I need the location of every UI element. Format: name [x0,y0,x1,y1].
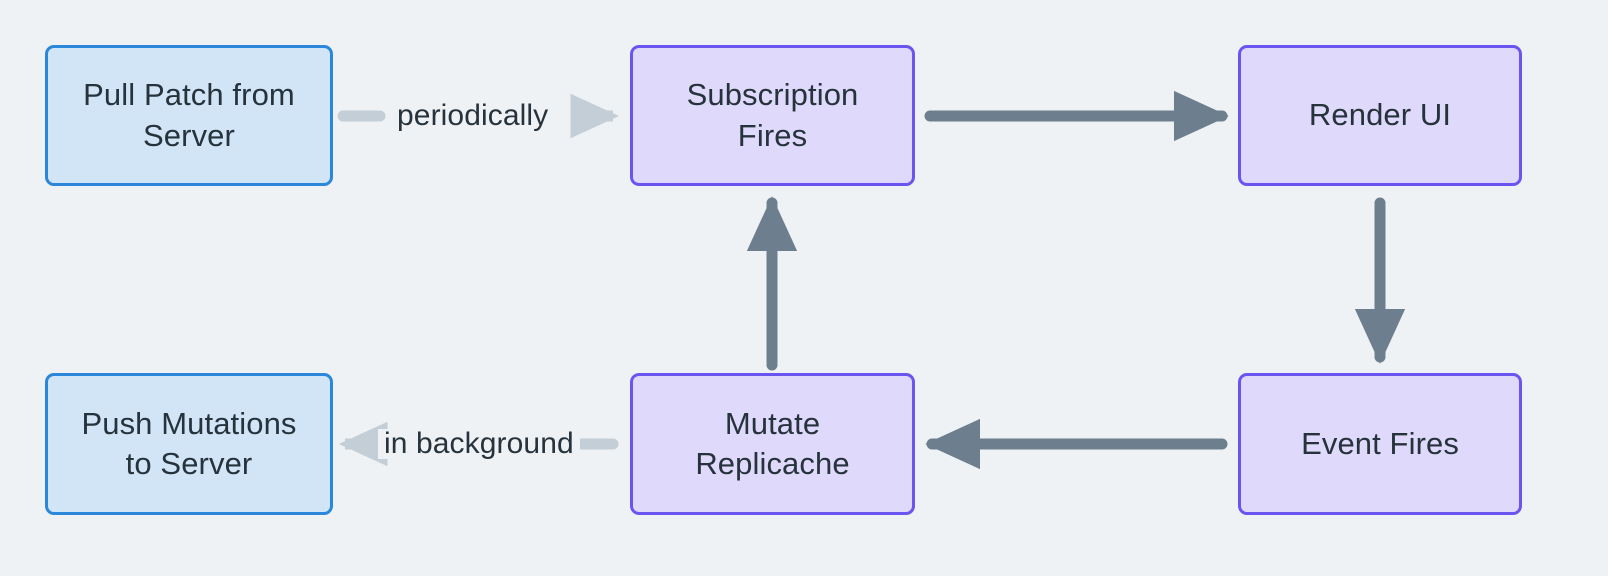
edge-label-periodically: periodically [391,101,555,131]
node-mutate-replicache[interactable]: Mutate Replicache [630,373,915,515]
node-label: Render UI [1308,97,1452,133]
node-label: Subscription Fires [686,77,859,153]
node-label: Mutate Replicache [695,405,850,481]
edge-label-in-background: in background [378,429,580,459]
node-push-mutations-to-server[interactable]: Push Mutations to Server [45,373,333,515]
node-event-fires[interactable]: Event Fires [1238,373,1522,515]
node-subscription-fires[interactable]: Subscription Fires [630,45,915,186]
node-label: Event Fires [1301,425,1459,461]
node-pull-patch-from-server[interactable]: Pull Patch from Server [45,45,333,186]
node-label: Push Mutations to Server [81,405,297,481]
node-label: Pull Patch from Server [83,77,295,153]
node-render-ui[interactable]: Render UI [1238,45,1522,186]
